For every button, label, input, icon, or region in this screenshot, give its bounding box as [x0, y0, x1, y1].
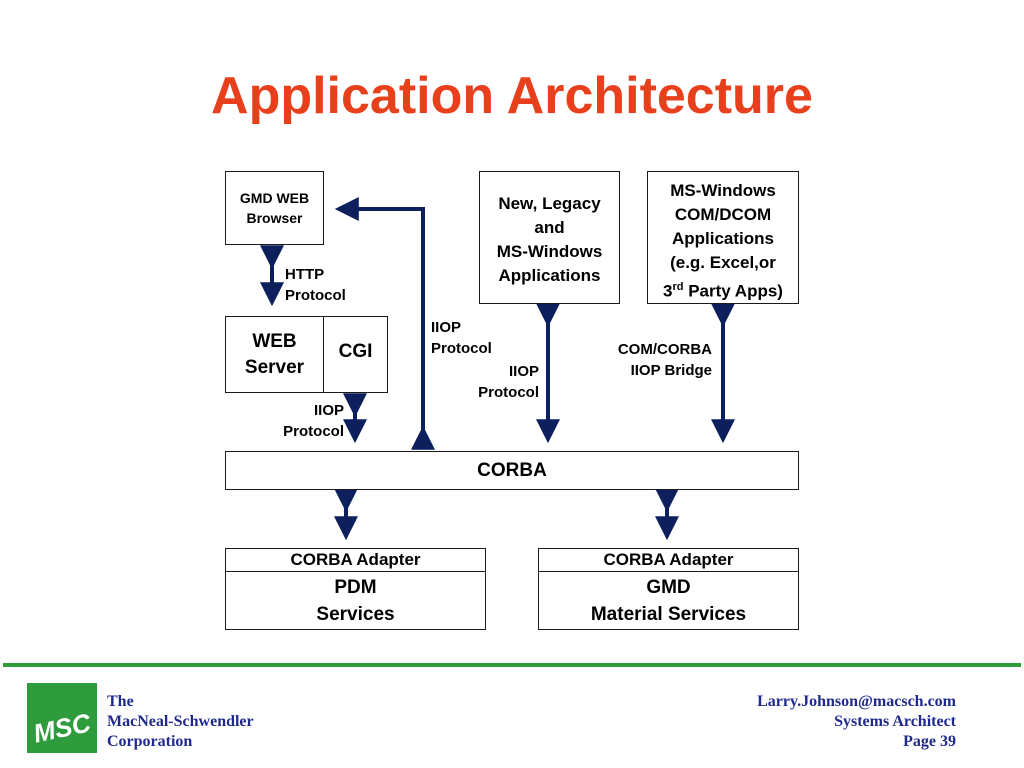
corba-adapter-header: CORBA Adapter [539, 549, 798, 572]
box-line: GMD [646, 577, 691, 598]
box-line: WEB [252, 331, 297, 352]
iiop-protocol-label-browser: IIOP Protocol [431, 317, 492, 359]
box-line: MS-Windows [496, 242, 603, 261]
label-line: COM/CORBA [617, 341, 712, 358]
box-line: New, Legacy [498, 194, 601, 213]
box-text: 3 [663, 281, 673, 301]
page-title: Application Architecture [211, 67, 813, 125]
label-line: IIOP [431, 319, 462, 336]
ms-windows-com-box: MS-Windows COM/DCOM Applications (e.g. E… [647, 171, 799, 304]
contact-info: Larry.Johnson@macsch.com Systems Archite… [757, 692, 956, 752]
box-line: Browser [246, 210, 303, 226]
com-corba-bridge-label: COM/CORBA IIOP Bridge [590, 339, 712, 381]
cgi-label: CGI [338, 340, 373, 362]
box-line: Services [316, 604, 395, 625]
footer-line: The [107, 693, 134, 710]
box-line: PDM [334, 577, 377, 598]
corba-box: CORBA [225, 451, 799, 490]
new-legacy-box: New, Legacy and MS-Windows Applications [479, 171, 620, 304]
box-line: Applications [671, 229, 774, 248]
label-line: IIOP Bridge [630, 362, 712, 379]
box-line: Server [244, 357, 305, 378]
http-protocol-label: HTTP Protocol [285, 264, 346, 306]
label-line: Protocol [285, 287, 346, 304]
browser-corba-arrow [334, 197, 435, 450]
box-text: Party Apps) [683, 281, 783, 301]
web-server-box: WEB Server [225, 316, 324, 393]
box-line: COM/DCOM [674, 205, 772, 224]
footer-line: Corporation [107, 733, 193, 750]
footer-divider [3, 663, 1021, 667]
msc-logo-icon: MSC [31, 707, 95, 749]
email-link[interactable]: Larry.Johnson@macsch.com [757, 693, 956, 710]
label-line: Protocol [478, 384, 539, 401]
box-line: GMD WEB [239, 190, 310, 206]
label-line: IIOP [508, 363, 539, 380]
box-line: 3rd Party Apps) [648, 275, 798, 304]
page-number: Page 39 [903, 733, 956, 750]
box-line: Material Services [590, 604, 747, 625]
gmd-services-text: GMD Material Services [539, 572, 798, 628]
cgi-box: CGI [323, 316, 388, 393]
box-line: and [534, 218, 565, 237]
gmd-material-services-box: CORBA Adapter GMD Material Services [538, 548, 799, 630]
label-line: Protocol [431, 340, 492, 357]
msc-logo: MSC [27, 683, 97, 753]
corba-label: CORBA [477, 459, 547, 481]
box-line: MS-Windows [670, 181, 776, 200]
pdm-services-text: PDM Services [226, 572, 485, 628]
company-name: The MacNeal-Schwendler Corporation [107, 692, 254, 752]
footer-line: MacNeal-Schwendler [107, 713, 254, 730]
iiop-protocol-label-legacy: IIOP Protocol [460, 361, 539, 403]
label-line: HTTP [285, 266, 325, 283]
pdm-services-box: CORBA Adapter PDM Services [225, 548, 486, 630]
iiop-protocol-label-left: IIOP Protocol [262, 400, 344, 442]
box-line: Applications [498, 266, 601, 285]
superscript: rd [672, 281, 684, 293]
label-line: Protocol [283, 423, 344, 440]
gmd-web-browser-box: GMD WEB Browser [225, 171, 324, 245]
corba-adapter-header: CORBA Adapter [226, 549, 485, 572]
box-line: (e.g. Excel,or [670, 253, 776, 272]
job-title: Systems Architect [834, 713, 956, 730]
label-line: IIOP [313, 402, 344, 419]
